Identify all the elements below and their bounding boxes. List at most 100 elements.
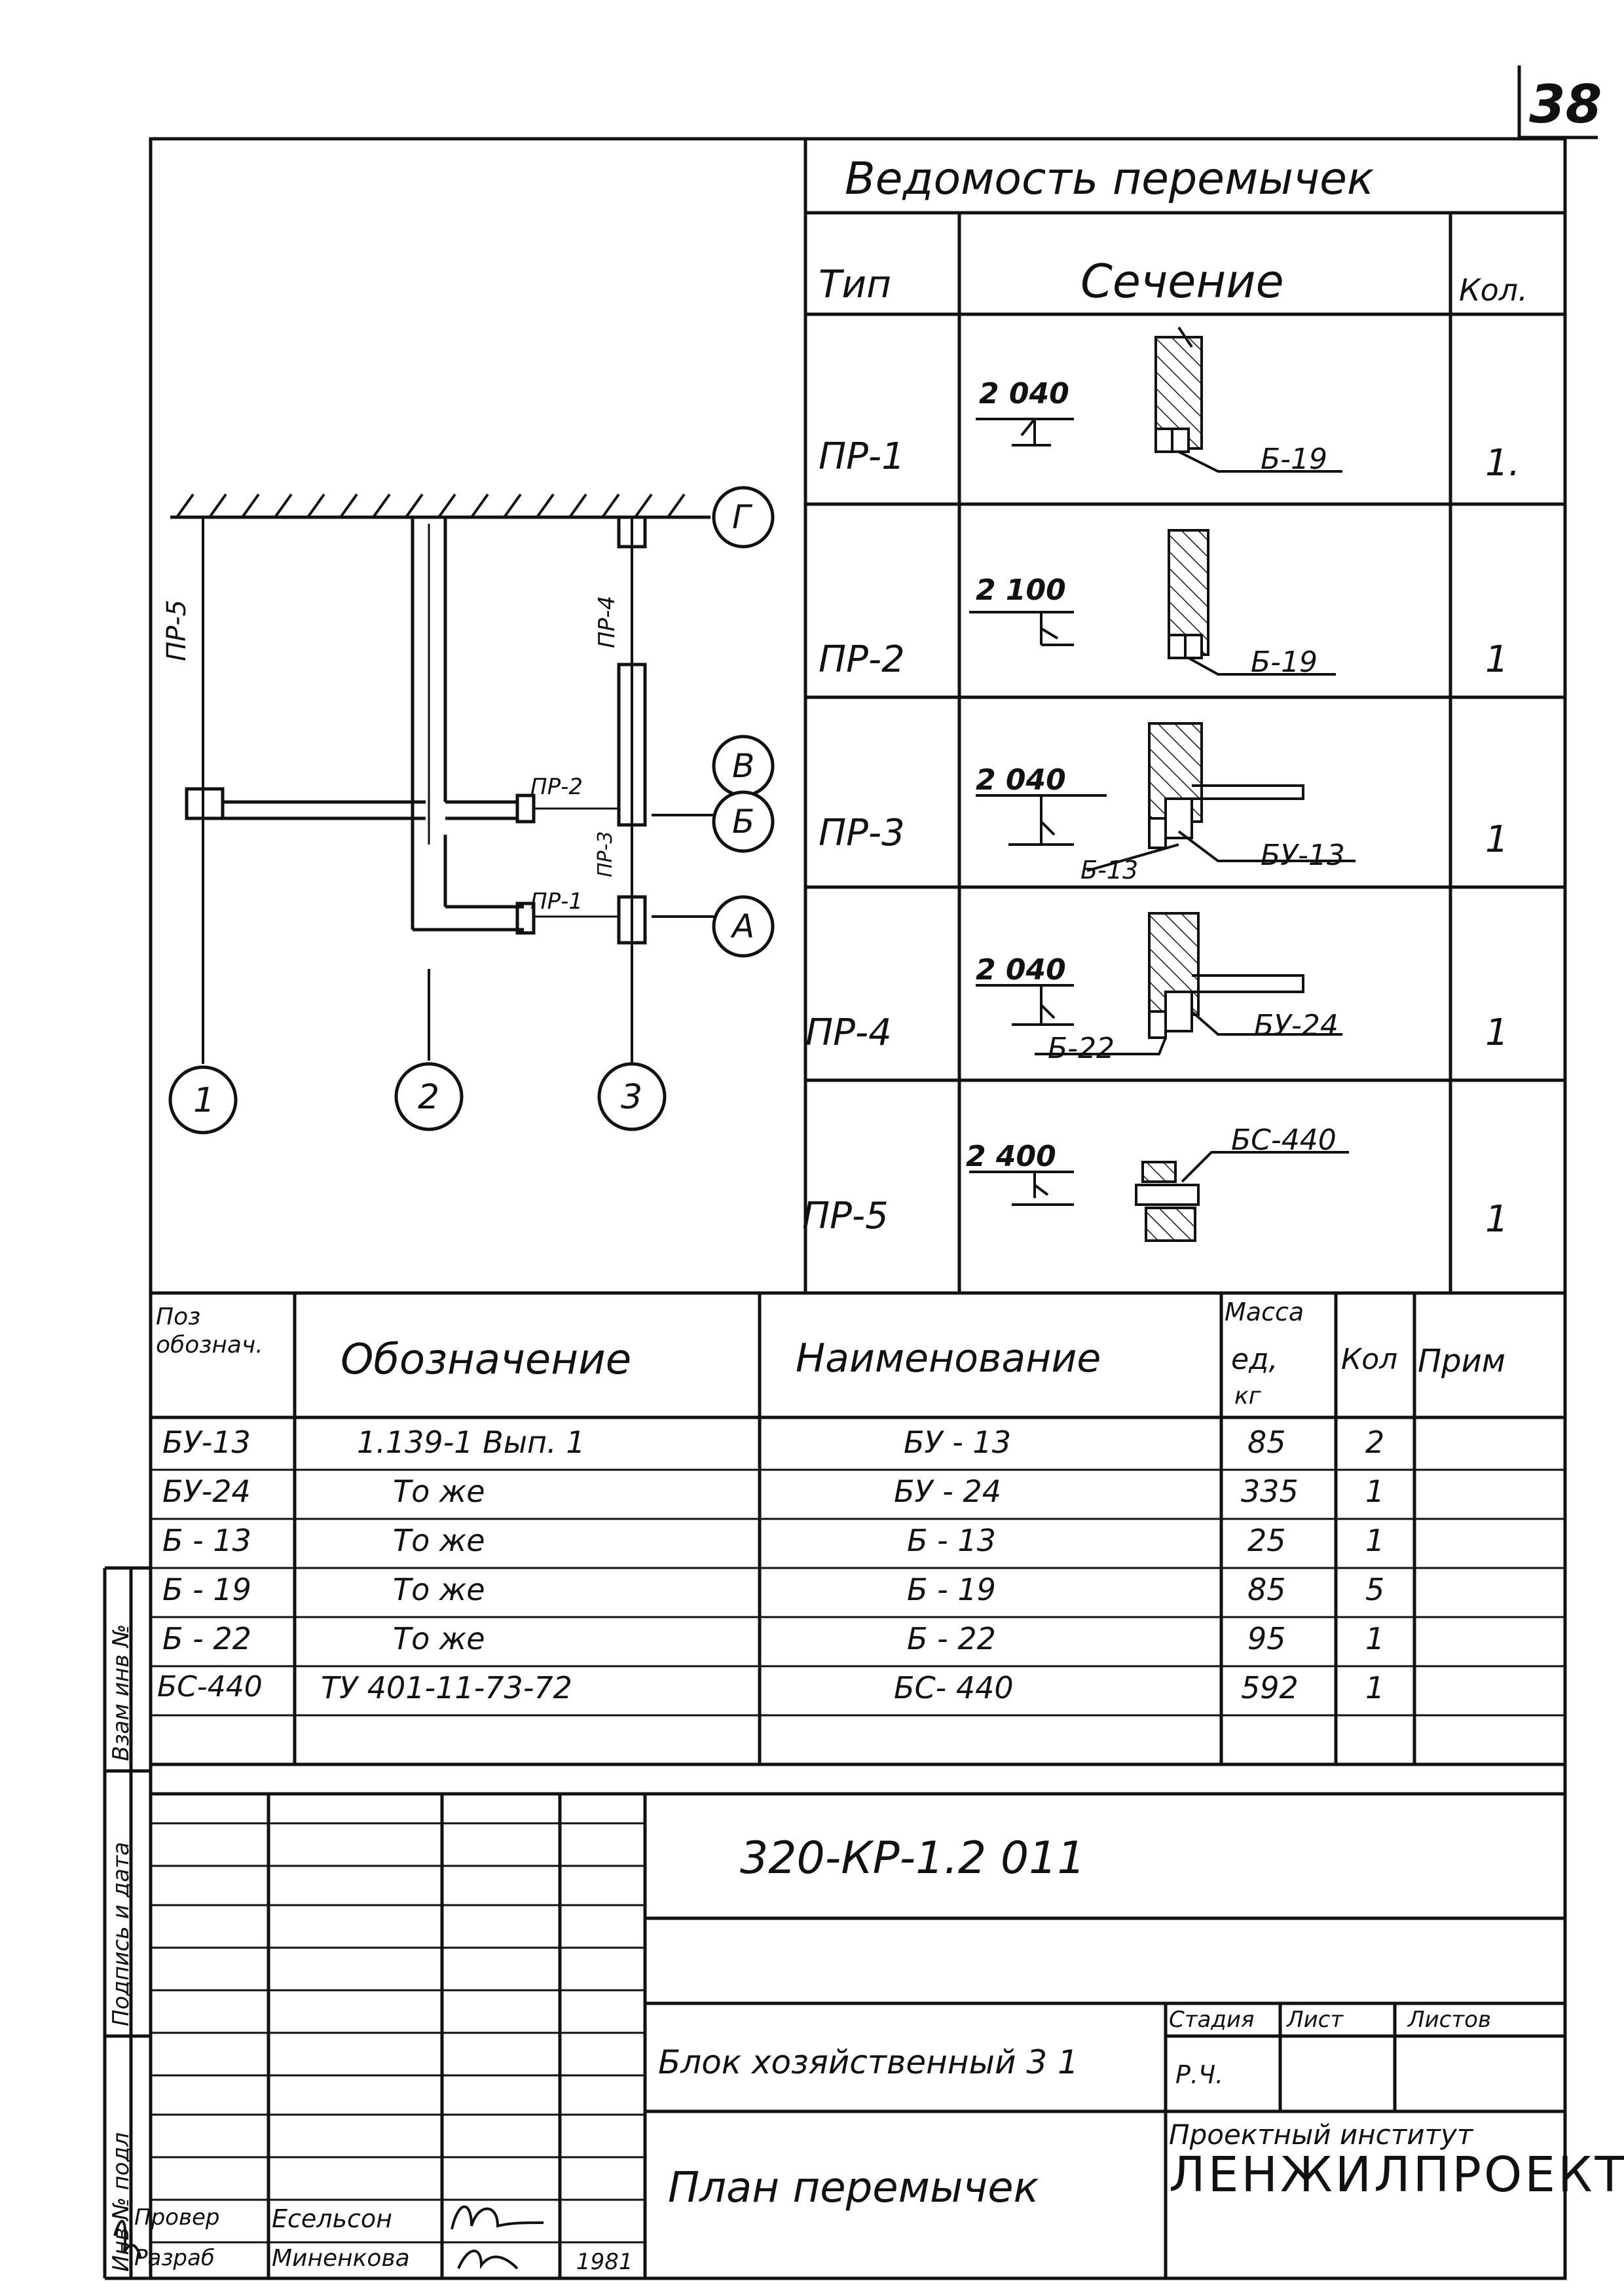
spec-row-qty: 1 [1365, 1474, 1385, 1509]
spec-row-name: БУ - 13 [904, 1425, 1011, 1460]
schedule-row-qty: 1 [1485, 1011, 1509, 1054]
checked-name: Есельсон [272, 2204, 392, 2233]
schedule-header-type: Тип [819, 262, 892, 306]
schedule-row-type: ПР-4 [805, 1011, 892, 1054]
spec-row-designation: То же [393, 1572, 485, 1607]
spec-row-mass: 85 [1247, 1425, 1286, 1460]
section-level: 2 400 [966, 1140, 1056, 1173]
section-label: БУ-24 [1254, 1009, 1338, 1042]
section-level: 2 100 [976, 574, 1066, 607]
axis-bubble-3 [597, 1062, 667, 1131]
sheets-label: Листов [1408, 2007, 1492, 2033]
sheet-number: 38 [1529, 74, 1602, 135]
axis-label-a: А [732, 907, 755, 945]
spec-header-pos: Поз обознач. [156, 1303, 263, 1359]
spec-row-mass: 335 [1241, 1474, 1299, 1509]
checked-signature [451, 2205, 544, 2230]
axis-label-2: 2 [418, 1078, 440, 1117]
schedule-row-type: ПР-5 [802, 1195, 889, 1237]
spec-header-qty: Кол [1341, 1343, 1398, 1376]
section-label: Б-13 [1080, 856, 1139, 884]
spec-row-pos: Б - 22 [162, 1621, 251, 1656]
spec-row-designation: То же [393, 1621, 485, 1656]
spec-row-pos: Б - 13 [162, 1523, 251, 1558]
spec-row-name: БС- 440 [894, 1670, 1014, 1705]
document-code: 320-КР-1.2 011 [740, 1832, 1086, 1884]
schedule-row-qty: 1. [1485, 442, 1521, 484]
side-stamp-original-inv: Инв № подл [108, 2132, 134, 2272]
spec-row-qty: 2 [1365, 1425, 1385, 1460]
lintel-label-pr-1: ПР-1 [530, 888, 583, 915]
axis-label-v: В [732, 747, 755, 785]
axis-bubble-2 [394, 1062, 464, 1131]
spec-row-name: Б - 22 [907, 1621, 996, 1656]
section-level: 2 040 [976, 953, 1066, 987]
spec-row-pos: БС-440 [157, 1670, 263, 1704]
spec-row-qty: 1 [1365, 1670, 1385, 1705]
spec-row-mass: 25 [1247, 1523, 1286, 1558]
spec-row-mass: 592 [1241, 1670, 1299, 1705]
section-pr-4 [976, 912, 1342, 1055]
section-label: БУ-13 [1261, 839, 1345, 872]
developed-name: Миненкова [272, 2245, 410, 2272]
section-level: 2 040 [976, 763, 1066, 797]
spec-row-pos: Б - 19 [162, 1572, 251, 1607]
developed-signature [457, 2250, 519, 2270]
spec-header-mass-2: ед, [1231, 1343, 1278, 1376]
sheet-title: План перемычек [668, 2164, 1039, 2212]
schedule-row-qty: 1 [1485, 818, 1509, 861]
schedule-header-qty: Кол. [1459, 272, 1528, 308]
wall-hatching [175, 493, 686, 519]
axis-label-g: Г [732, 498, 750, 536]
stage-value: Р.Ч. [1175, 2060, 1224, 2089]
section-pr-2 [969, 529, 1336, 676]
schedule-row-type: ПР-2 [819, 638, 905, 681]
section-pr-1 [976, 326, 1342, 473]
axis-bubble-a [712, 895, 775, 958]
spec-row-qty: 5 [1365, 1572, 1385, 1607]
axis-label-1: 1 [193, 1081, 215, 1120]
spec-header-name: Наименование [796, 1336, 1101, 1381]
schedule-row-type: ПР-1 [819, 435, 905, 478]
section-level: 2 040 [979, 377, 1069, 410]
sheet-label: Лист [1287, 2007, 1344, 2033]
spec-header-mass-3: кг [1234, 1383, 1261, 1410]
org-line-2: ЛЕНЖИЛПРОЕКТ [1169, 2147, 1624, 2203]
developed-label: Разраб [134, 2245, 215, 2271]
section-label: Б-19 [1261, 443, 1328, 476]
stamp-signature [113, 2220, 142, 2259]
schedule-header-section: Сечение [1080, 255, 1284, 308]
year: 1981 [576, 2249, 633, 2275]
section-pr-5 [969, 1151, 1349, 1242]
axis-bubble-b [712, 790, 775, 853]
spec-row-designation: 1.139-1 Вып. 1 [357, 1425, 585, 1460]
schedule-title: Ведомость перемычек [845, 153, 1375, 205]
spec-row-name: Б - 19 [907, 1572, 996, 1607]
schedule-row-type: ПР-3 [819, 812, 905, 854]
checked-label: Провер [134, 2204, 220, 2231]
axis-bubble-g [712, 486, 775, 549]
section-label: БС-440 [1231, 1123, 1337, 1157]
spec-row-mass: 85 [1247, 1572, 1286, 1607]
stage-label: Стадия [1169, 2007, 1255, 2033]
spec-header-mass-1: Масса [1225, 1298, 1304, 1326]
spec-row-pos: БУ-13 [162, 1425, 251, 1460]
section-label: Б-22 [1048, 1032, 1115, 1065]
spec-header-note: Прим [1418, 1343, 1505, 1379]
axis-label-3: 3 [621, 1078, 643, 1117]
spec-row-pos: БУ-24 [162, 1474, 251, 1509]
spec-row-designation: То же [393, 1523, 485, 1558]
spec-row-mass: 95 [1247, 1621, 1286, 1656]
schedule-row-qty: 1 [1485, 638, 1509, 681]
spec-row-qty: 1 [1365, 1621, 1385, 1656]
section-pr-3 [976, 722, 1356, 872]
side-stamp-signature-date: Подпись и дата [108, 1842, 134, 2026]
spec-header-designation: Обозначение [341, 1336, 632, 1384]
axis-bubble-1 [168, 1065, 238, 1135]
spec-row-qty: 1 [1365, 1523, 1385, 1558]
org-line-1: Проектный институт [1169, 2119, 1473, 2151]
side-stamp-replaced-inv: Взам инв № [108, 1624, 134, 1761]
axis-label-b: Б [732, 803, 755, 841]
